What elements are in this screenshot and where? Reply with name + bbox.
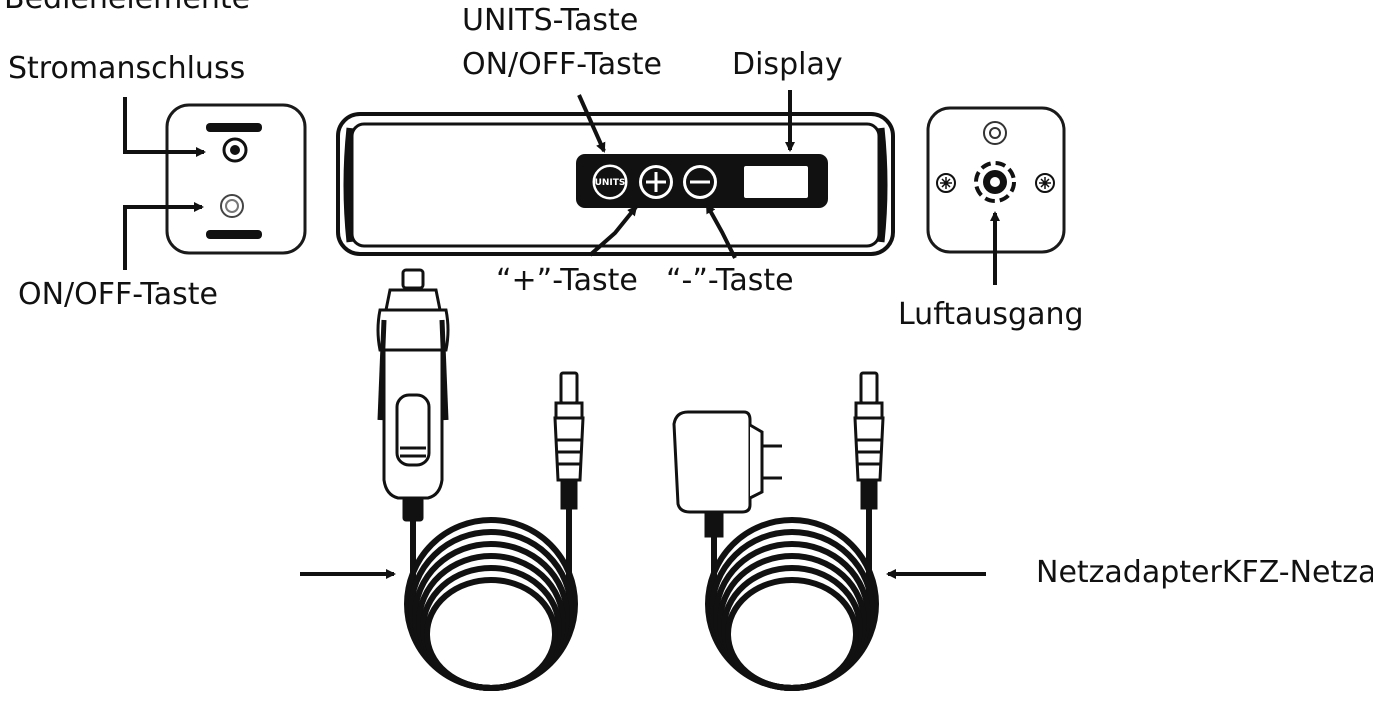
adapter-right-label: NetzadapterKFZ-Netza <box>1036 555 1373 590</box>
device-front: UNITS <box>336 112 895 256</box>
wall-cable-dc-plug <box>853 371 885 510</box>
on-off-left-label: ON/OFF-Taste <box>18 277 218 312</box>
arrow-minus-key <box>705 203 737 259</box>
display-label: Display <box>732 47 843 82</box>
screw-left-icon <box>936 173 956 193</box>
arrow-on-off-left <box>123 202 204 270</box>
arrow-plus-key <box>588 205 638 257</box>
arrow-power-port <box>123 97 206 157</box>
on-off-top-label: ON/OFF-Taste <box>462 47 662 82</box>
plus-key-label: “+”-Taste <box>496 263 638 298</box>
minus-button[interactable] <box>683 165 717 199</box>
air-outlet-label: Luftausgang <box>898 297 1084 332</box>
car-cable-coil <box>404 508 578 691</box>
arrow-units-key <box>577 94 606 153</box>
plus-button[interactable] <box>639 165 673 199</box>
units-button[interactable]: UNITS <box>592 164 628 200</box>
right-side-panel <box>926 106 1066 254</box>
units-button-label: UNITS <box>595 178 626 188</box>
minus-key-label: “-”-Taste <box>666 263 794 298</box>
left-side-panel <box>165 103 307 255</box>
air-outlet-icon <box>974 161 1016 203</box>
units-key-label: UNITS-Taste <box>462 3 639 38</box>
wall-adapter <box>672 410 782 538</box>
partial-top-label: Bedienelemente <box>4 0 250 14</box>
power-port-icon <box>222 137 248 163</box>
screw-right-icon <box>1035 173 1055 193</box>
car-cable-dc-plug <box>553 371 585 510</box>
display-screen <box>744 166 808 198</box>
power-port-label: Stromanschluss <box>8 51 246 86</box>
wall-cable-coil <box>705 508 879 691</box>
car-adapter-plug <box>376 268 450 522</box>
power-switch-icon <box>220 194 244 218</box>
